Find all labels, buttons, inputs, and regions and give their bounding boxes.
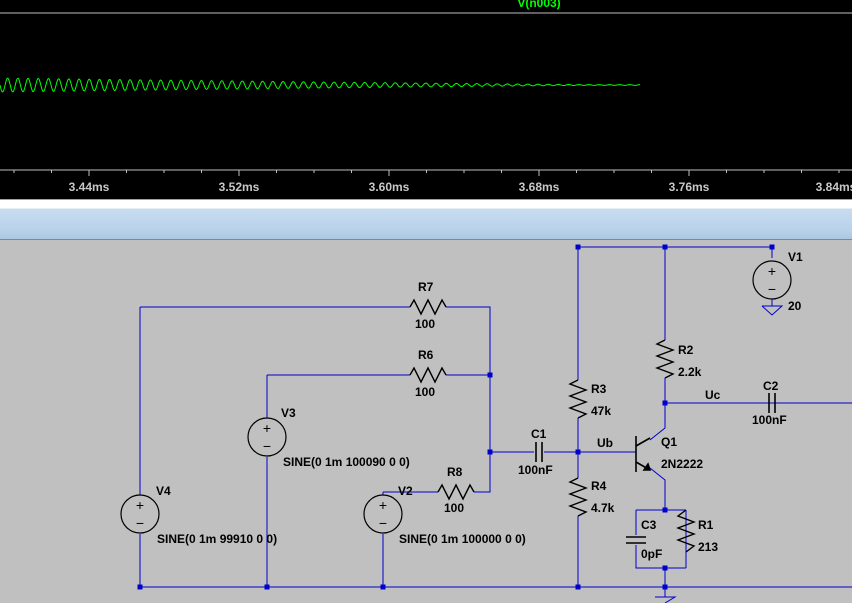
net-label-uc[interactable]: Uc <box>705 388 721 402</box>
waveform-plot <box>0 12 852 176</box>
net-label-ub[interactable]: Ub <box>597 436 613 450</box>
x-tick-label: 3.44ms <box>68 180 110 194</box>
r6-value[interactable]: 100 <box>415 385 436 399</box>
junction-dot <box>487 449 493 455</box>
junction-dot <box>662 507 668 513</box>
junction-dot <box>575 584 581 590</box>
plus-sign: + <box>263 420 271 436</box>
plus-sign: + <box>379 497 387 513</box>
r8-value[interactable]: 100 <box>444 501 465 515</box>
wire <box>446 306 491 493</box>
v3-symbol <box>247 417 287 457</box>
wires <box>139 246 852 590</box>
minus-sign: − <box>379 515 387 531</box>
junction-dot <box>662 565 668 571</box>
v4-symbol <box>120 494 160 534</box>
wire <box>649 467 666 510</box>
r2-symbol <box>655 339 675 379</box>
waveform-trace-v-n003 <box>0 77 641 93</box>
minus-sign: − <box>768 281 776 297</box>
r3-symbol <box>568 379 588 419</box>
r7-name[interactable]: R7 <box>418 280 434 294</box>
r2-value[interactable]: 2.2k <box>678 365 702 379</box>
c3-name[interactable]: C3 <box>641 518 657 532</box>
c2-value[interactable]: 100nF <box>752 413 787 427</box>
v2-symbol <box>363 494 403 534</box>
wire <box>635 545 686 569</box>
plus-sign: + <box>136 497 144 513</box>
r4-value[interactable]: 4.7k <box>591 501 615 515</box>
junction-dot <box>769 244 775 250</box>
r7-symbol <box>409 298 447 316</box>
schematic-drawing: + − + − + − + − <box>120 244 852 603</box>
v4-name[interactable]: V4 <box>156 484 171 498</box>
c2-name[interactable]: C2 <box>763 379 779 393</box>
x-tick-label: 3.76ms <box>668 180 710 194</box>
r8-symbol <box>437 483 475 501</box>
v3-name[interactable]: V3 <box>281 406 296 420</box>
c1-name[interactable]: C1 <box>531 427 547 441</box>
c1-value[interactable]: 100nF <box>518 463 553 477</box>
junction-dot <box>137 584 143 590</box>
minus-sign: − <box>136 515 144 531</box>
v3-value[interactable]: SINE(0 1m 100090 0 0) <box>283 455 410 469</box>
wire <box>649 403 666 441</box>
r2-name[interactable]: R2 <box>678 343 694 357</box>
minus-sign: − <box>263 438 271 454</box>
trace-label-v-n003[interactable]: V(n003) <box>517 0 561 10</box>
junction-dot <box>380 584 386 590</box>
c3-value[interactable]: 0pF <box>641 547 663 561</box>
x-tick-label: 3.52ms <box>218 180 260 194</box>
v2-name[interactable]: V2 <box>398 484 413 498</box>
x-tick-label: 3.60ms <box>368 180 410 194</box>
q1-name[interactable]: Q1 <box>661 435 678 449</box>
junction-dots <box>137 244 775 590</box>
junction-dot <box>487 372 493 378</box>
r1-value[interactable]: 213 <box>698 540 719 554</box>
r1-symbol <box>676 509 696 553</box>
x-axis-tick-marks <box>13 170 840 176</box>
r3-value[interactable]: 47k <box>591 404 612 418</box>
q1-symbol <box>635 436 652 472</box>
r3-name[interactable]: R3 <box>591 382 607 396</box>
junction-dot <box>575 449 581 455</box>
ground-icon <box>655 596 677 603</box>
x-tick-label: 3.84ms <box>815 180 852 194</box>
r1-name[interactable]: R1 <box>698 518 714 532</box>
junction-dot <box>662 584 668 590</box>
v4-value[interactable]: SINE(0 1m 99910 0 0) <box>157 532 278 546</box>
r4-symbol <box>568 477 588 517</box>
junction-dot <box>264 584 270 590</box>
q1-value[interactable]: 2N2222 <box>661 457 704 471</box>
pane-splitter[interactable] <box>0 199 852 240</box>
junction-dot <box>662 244 668 250</box>
v1-value[interactable]: 20 <box>788 299 802 313</box>
x-tick-label: 3.68ms <box>518 180 560 194</box>
junction-dot <box>662 400 668 406</box>
v1-name[interactable]: V1 <box>788 250 803 264</box>
r7-value[interactable]: 100 <box>415 317 436 331</box>
schematic-pane[interactable]: + − + − + − + − R7 100 R6 100 R8 100 V3 … <box>0 240 852 603</box>
waveform-pane[interactable]: V(n003) 3.44ms 3.52ms 3.60ms 3.68ms 3.76… <box>0 0 852 199</box>
r4-name[interactable]: R4 <box>591 479 607 493</box>
ground-icon <box>761 305 784 316</box>
r8-name[interactable]: R8 <box>447 465 463 479</box>
v2-value[interactable]: SINE(0 1m 100000 0 0) <box>399 532 526 546</box>
plus-sign: + <box>768 263 776 279</box>
r6-name[interactable]: R6 <box>418 348 434 362</box>
junction-dot <box>575 244 581 250</box>
r6-symbol <box>409 366 447 384</box>
